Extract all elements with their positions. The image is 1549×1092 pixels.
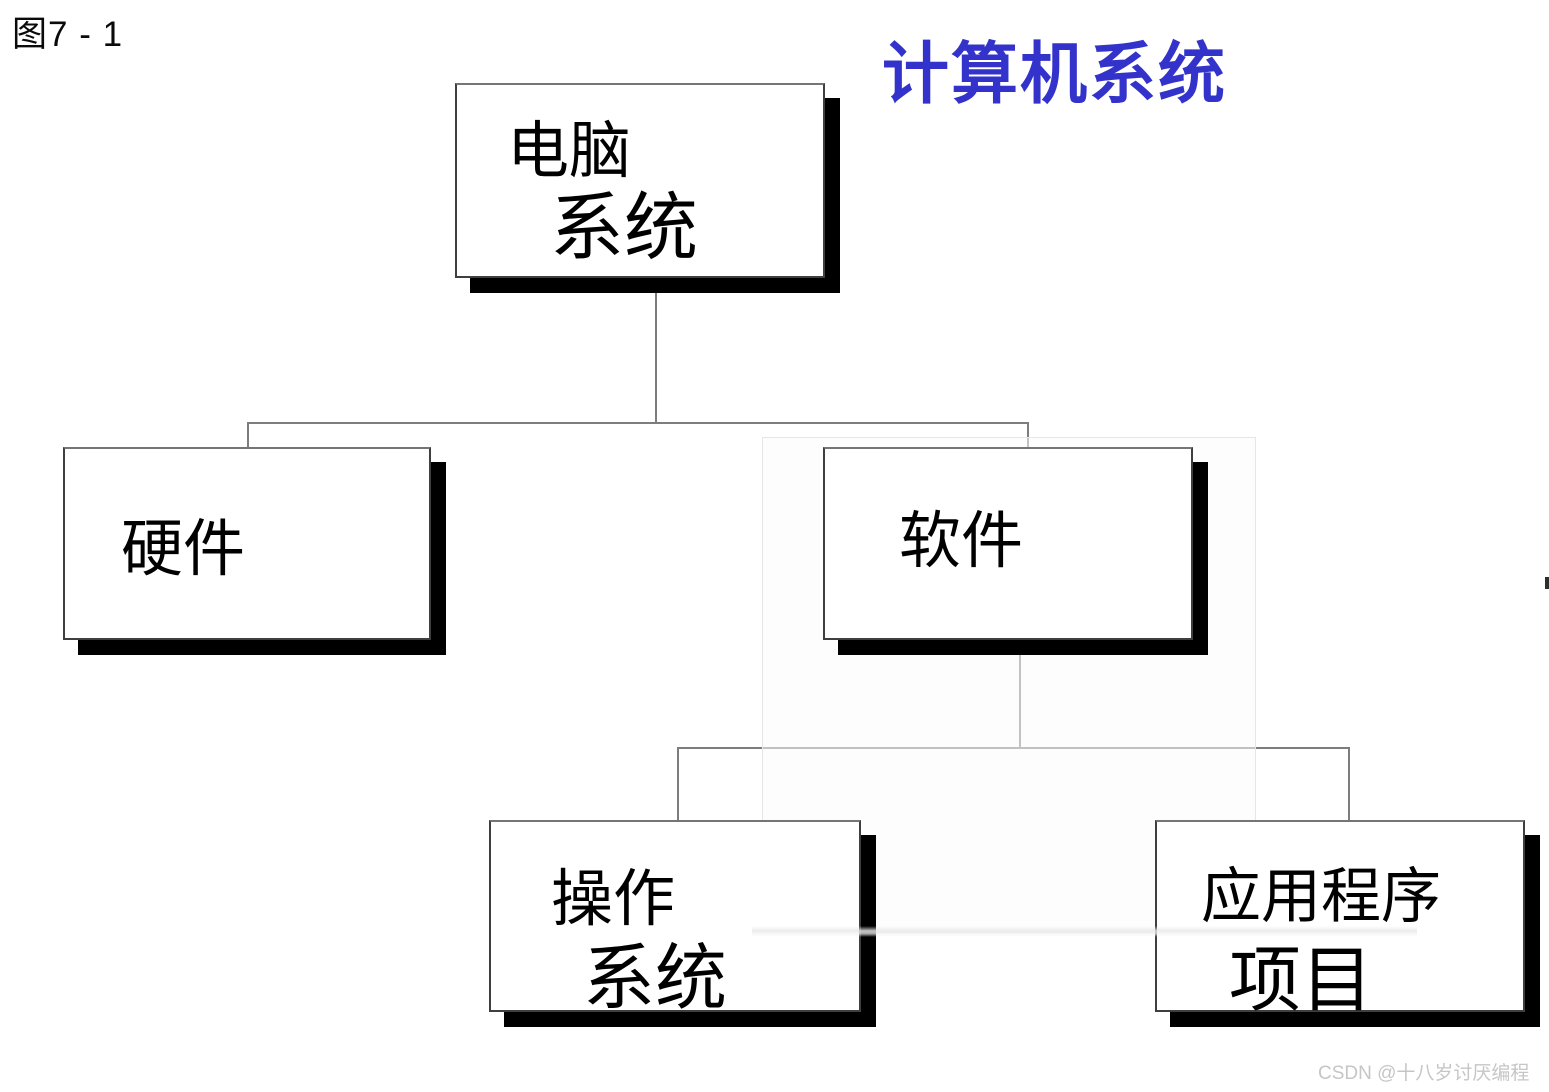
node-operating-system-line1: 操作 [551, 865, 676, 934]
node-operating-system: 操作 系统 [489, 820, 861, 1017]
node-computer-system: 电脑 系统 [455, 83, 825, 278]
node-operating-system-line2: 系统 [583, 939, 728, 1020]
connector-hardware-drop [247, 422, 249, 450]
connector-root-stem [655, 276, 657, 424]
connector-level1-horizontal [248, 422, 1029, 424]
node-software: 软件 [823, 447, 1193, 640]
node-computer-system-line1: 电脑 [507, 117, 632, 186]
connector-software-drop [1027, 422, 1029, 450]
diagram-title: 计算机系统 [882, 37, 1227, 112]
node-application: 应用程序 项目 [1155, 820, 1525, 1019]
stray-mark [1545, 577, 1549, 589]
connector-app-drop [1348, 747, 1350, 823]
highlight-band [752, 926, 1417, 937]
figure-label: 图7 - 1 [12, 15, 124, 54]
watermark: CSDN @十八岁讨厌编程 [1318, 1063, 1530, 1084]
node-hardware-label: 硬件 [121, 515, 246, 584]
connector-os-drop [677, 747, 679, 823]
node-application-line2: 项目 [1229, 941, 1374, 1022]
node-computer-system-line2: 系统 [550, 186, 698, 270]
node-application-line1: 应用程序 [1201, 863, 1441, 930]
node-software-label: 软件 [899, 507, 1024, 576]
node-hardware: 硬件 [63, 447, 431, 640]
